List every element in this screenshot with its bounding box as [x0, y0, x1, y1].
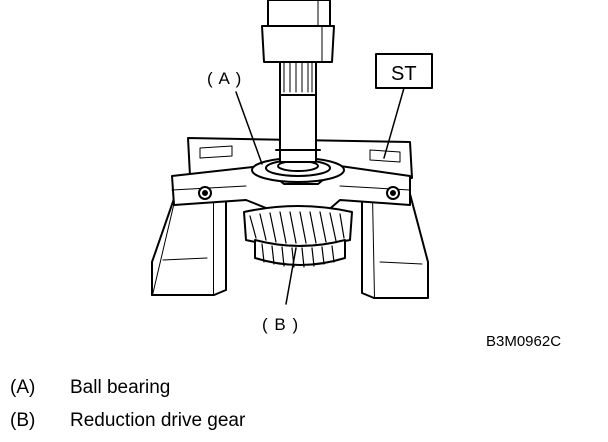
callout-b-label: ( B ): [262, 315, 299, 334]
left-support-leg: [151, 189, 227, 296]
legend-key: (A): [10, 377, 36, 398]
leader-line-a: [235, 91, 263, 165]
legend-item-reduction-drive-gear: (B) Reduction drive gear: [10, 410, 245, 432]
leader-line-b: [285, 247, 297, 305]
st-label: ST: [391, 63, 417, 85]
leader-line-st: [383, 87, 405, 159]
legend-item-ball-bearing: (A) Ball bearing: [10, 377, 170, 399]
figure-code: B3M0962C: [486, 333, 561, 350]
st-label-box: [375, 53, 433, 89]
press-rod: [261, 0, 335, 63]
right-support-leg: [361, 193, 429, 299]
reduction-drive-gear: [243, 205, 353, 268]
ball-bearing: [251, 157, 345, 183]
legend-text: Reduction drive gear: [70, 410, 246, 431]
legend-text: Ball bearing: [70, 377, 171, 398]
legend-key: (B): [10, 410, 36, 431]
shaft: [275, 61, 321, 163]
callout-a-label: ( A ): [207, 69, 242, 88]
